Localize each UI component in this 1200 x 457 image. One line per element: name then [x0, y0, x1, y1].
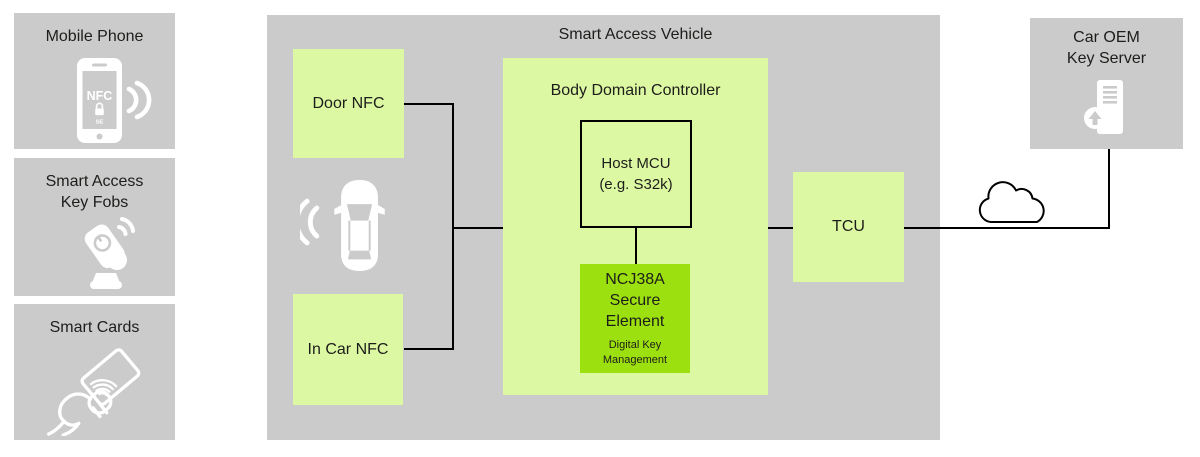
- mobile-phone-title: Mobile Phone: [45, 28, 144, 45]
- door-nfc-label: Door NFC: [312, 94, 385, 112]
- secure-element-sub-line1: Digital Key: [608, 339, 662, 351]
- host-mcu-block: Host MCU (e.g. S32k): [580, 120, 692, 228]
- smart-cards-panel: Smart Cards: [14, 304, 175, 440]
- in-car-nfc-label: In Car NFC: [307, 340, 389, 358]
- hand-card-icon: [46, 348, 141, 436]
- body-domain-controller-block: Body Domain Controller Host MCU (e.g. S3…: [503, 58, 768, 395]
- vehicle-title: Smart Access Vehicle: [558, 26, 713, 43]
- bdc-title: Body Domain Controller: [550, 82, 721, 99]
- in-car-nfc-block: In Car NFC: [293, 294, 403, 405]
- host-mcu-label-line1: Host MCU: [601, 155, 671, 172]
- lock-icon: [95, 102, 104, 109]
- key-server-title: Car OEM Key Server: [1030, 18, 1183, 69]
- secure-element-name-line1: NCJ38A: [605, 271, 665, 288]
- car-oem-key-server-panel: Car OEM Key Server: [1030, 18, 1183, 149]
- cloud-icon: [978, 181, 1045, 223]
- key-server-title-line1: Car OEM: [1073, 29, 1140, 46]
- key-fobs-title: Smart Access Key Fobs: [45, 173, 144, 211]
- secure-element-name-line3: Element: [605, 313, 665, 330]
- tcu-block: TCU: [793, 172, 904, 282]
- ncj38a-secure-element-block: NCJ38A Secure Element Digital Key Manage…: [580, 264, 690, 373]
- key-server-title-line2: Key Server: [1066, 50, 1147, 67]
- phone-nfc-label: NFC: [87, 89, 113, 103]
- car-top-view-icon: [300, 179, 385, 272]
- phone-se-label: SE: [96, 120, 104, 126]
- nfc-wave-icon: [126, 86, 139, 114]
- key-fob-icon: [84, 217, 135, 289]
- secure-element-sub-line2: Management: [602, 354, 668, 366]
- server-upload-icon: [1084, 80, 1123, 134]
- nfc-phone-icon: NFC SE: [77, 58, 152, 143]
- door-nfc-block: Door NFC: [293, 49, 404, 158]
- smart-cards-title: Smart Cards: [49, 319, 140, 336]
- host-mcu-label-line2: (e.g. S32k): [599, 176, 673, 193]
- smart-access-vehicle-panel: Smart Access Vehicle Door NFC In Car NFC…: [267, 15, 940, 440]
- mobile-phone-panel: Mobile Phone NFC SE: [14, 13, 175, 149]
- key-fobs-panel: Smart Access Key Fobs: [14, 158, 175, 296]
- tcu-label: TCU: [832, 218, 865, 235]
- secure-element-name-line2: Secure: [609, 292, 661, 309]
